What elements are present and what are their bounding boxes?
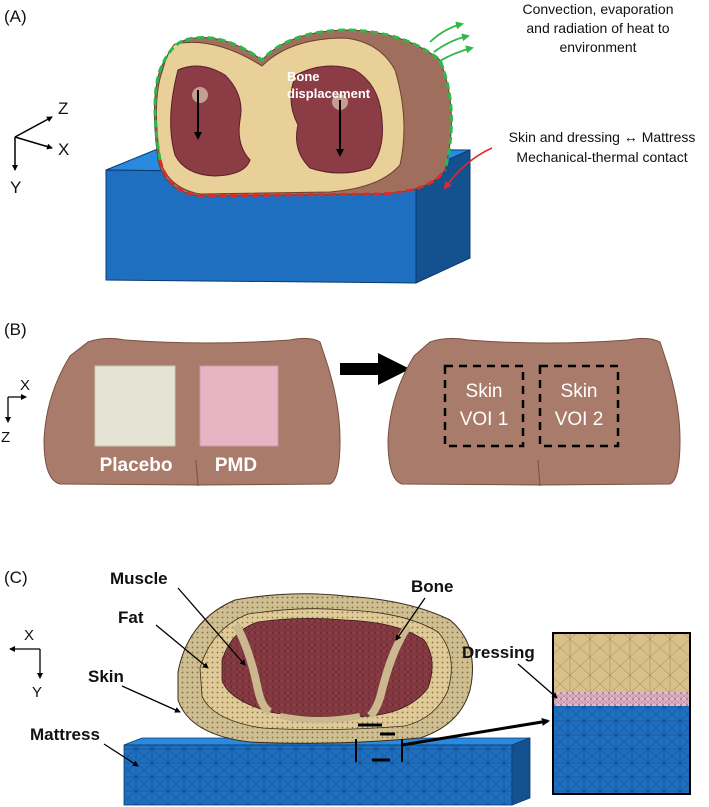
b-axis-x-label: X: [20, 377, 30, 394]
bone-label: Bone: [411, 577, 454, 596]
placebo-label: Placebo: [100, 455, 173, 476]
voi-2-box: [538, 364, 620, 448]
fat-label: Fat: [118, 608, 144, 627]
heat-text-line3: environment: [559, 39, 636, 55]
zoom-inset: [552, 632, 691, 795]
contact-arrow: [443, 147, 493, 190]
muscle-label: Muscle: [110, 569, 168, 588]
voi2-line2: VOI 2: [555, 409, 604, 430]
heat-text-line2: and radiation of heat to: [526, 20, 669, 36]
pmd-label: PMD: [215, 455, 257, 476]
zoom-arrow: [401, 718, 550, 747]
voi2-line1: Skin: [561, 381, 598, 402]
voi-1-box: [443, 364, 525, 448]
transition-arrow: [340, 353, 410, 385]
mattress-label: Mattress: [30, 725, 100, 744]
panel-b-label: (B): [4, 320, 27, 339]
c-axis-y-label: Y: [32, 684, 42, 701]
torso-right: [387, 337, 681, 486]
panel-b-axes: X Z: [1, 377, 30, 446]
c-axis-x-label: X: [24, 627, 34, 644]
contact-text-line1: Skin and dressing ↔ Mattress: [509, 129, 696, 145]
panel-a: (A) Z X Y: [4, 1, 696, 284]
panel-b: (B) X Z Placebo PMD Skin VOI 1 Skin VOI …: [1, 320, 681, 487]
body-section-a: [153, 28, 453, 198]
heat-boundary: [153, 28, 453, 171]
heat-text-line1: Convection, evaporation: [523, 1, 674, 17]
panel-a-label: (A): [4, 7, 27, 26]
b-axis-z-label: Z: [1, 429, 10, 446]
contact-text-line2: Mechanical-thermal contact: [516, 149, 687, 165]
placebo-pad: [94, 365, 176, 447]
bone-marker-left: [192, 87, 208, 103]
panel-a-axes: Z X Y: [10, 99, 69, 197]
pmd-pad: [199, 365, 279, 447]
torso-left: [43, 337, 341, 486]
mattress-mesh: [123, 737, 531, 806]
dressing-label: Dressing: [462, 643, 535, 662]
bone-label-line2: displacement: [287, 86, 371, 101]
voi1-line2: VOI 1: [460, 409, 509, 430]
skin-label: Skin: [88, 667, 124, 686]
body-mesh: [177, 593, 473, 762]
heat-arrows: [429, 21, 474, 63]
panel-c-label: (C): [4, 568, 28, 587]
voi1-line1: Skin: [466, 381, 503, 402]
panel-c-axes: X Y: [9, 627, 43, 701]
contact-boundary: [158, 159, 447, 198]
axis-z-label: Z: [58, 99, 68, 118]
panel-c: (C) X Y: [4, 568, 691, 806]
axis-y-label: Y: [10, 178, 21, 197]
axis-x-label: X: [58, 140, 69, 159]
bone-label-line1: Bone: [287, 69, 320, 84]
